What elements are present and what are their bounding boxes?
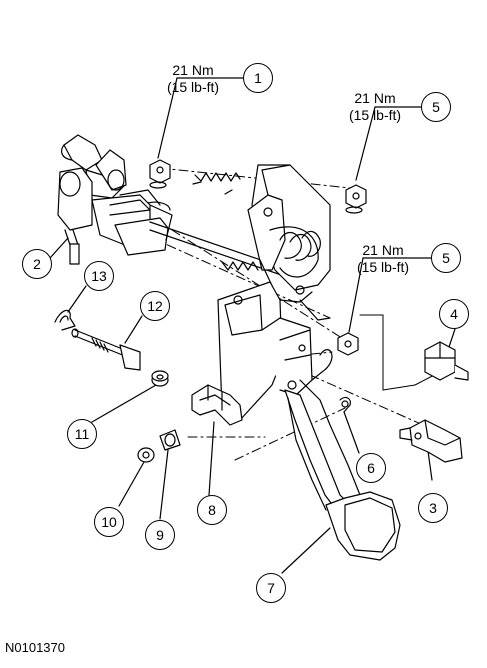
- clevis-pin: [71, 328, 141, 371]
- fastener-nut-1: [149, 159, 171, 189]
- callout-5-upper: 5: [421, 92, 451, 122]
- callout-2: 2: [22, 249, 52, 279]
- torque-value-lbft: (15 lb-ft): [356, 259, 410, 275]
- torque-value-lbft: (15 lb-ft): [166, 79, 220, 95]
- torque-value-nm: 21 Nm: [354, 90, 396, 106]
- torque-value-nm: 21 Nm: [362, 242, 404, 258]
- pedal-position-switch: [399, 419, 463, 463]
- stop-lamp-switch: [424, 341, 469, 381]
- torque-spec-2: 21 Nm (15 lb-ft): [330, 90, 420, 124]
- brake-pedal-arm: [284, 349, 401, 561]
- callout-4: 4: [439, 299, 469, 329]
- booster-pushrod-assembly: [57, 134, 291, 279]
- callout-8: 8: [197, 495, 227, 525]
- retaining-clip: [54, 309, 76, 331]
- fastener-nut-5-lower: [337, 332, 359, 356]
- figure-id: N0101370: [5, 640, 65, 655]
- pin-retainer: [339, 396, 351, 413]
- spacer-10: [137, 447, 155, 463]
- torque-value-nm: 21 Nm: [172, 62, 214, 78]
- callout-6: 6: [356, 453, 386, 483]
- bushing: [151, 370, 169, 387]
- torque-spec-3: 21 Nm (15 lb-ft): [338, 242, 428, 276]
- pedal-bracket-clip: [191, 384, 243, 426]
- callout-3: 3: [418, 493, 448, 523]
- callout-11: 11: [67, 419, 97, 449]
- return-springs: [192, 172, 259, 271]
- callout-12: 12: [140, 291, 170, 321]
- callout-10: 10: [94, 507, 124, 537]
- callout-7: 7: [256, 573, 286, 603]
- spacer-9: [159, 429, 181, 451]
- leader-lines: [49, 77, 456, 574]
- mounting-plate: [217, 281, 313, 421]
- torque-value-lbft: (15 lb-ft): [348, 107, 402, 123]
- fastener-nut-5-upper: [345, 184, 367, 214]
- pedal-bracket: [247, 164, 331, 321]
- callout-9: 9: [145, 520, 175, 550]
- torque-spec-1: 21 Nm (15 lb-ft): [148, 62, 238, 96]
- callout-5-lower: 5: [431, 243, 461, 273]
- callout-13: 13: [84, 261, 114, 291]
- callout-1: 1: [243, 63, 273, 93]
